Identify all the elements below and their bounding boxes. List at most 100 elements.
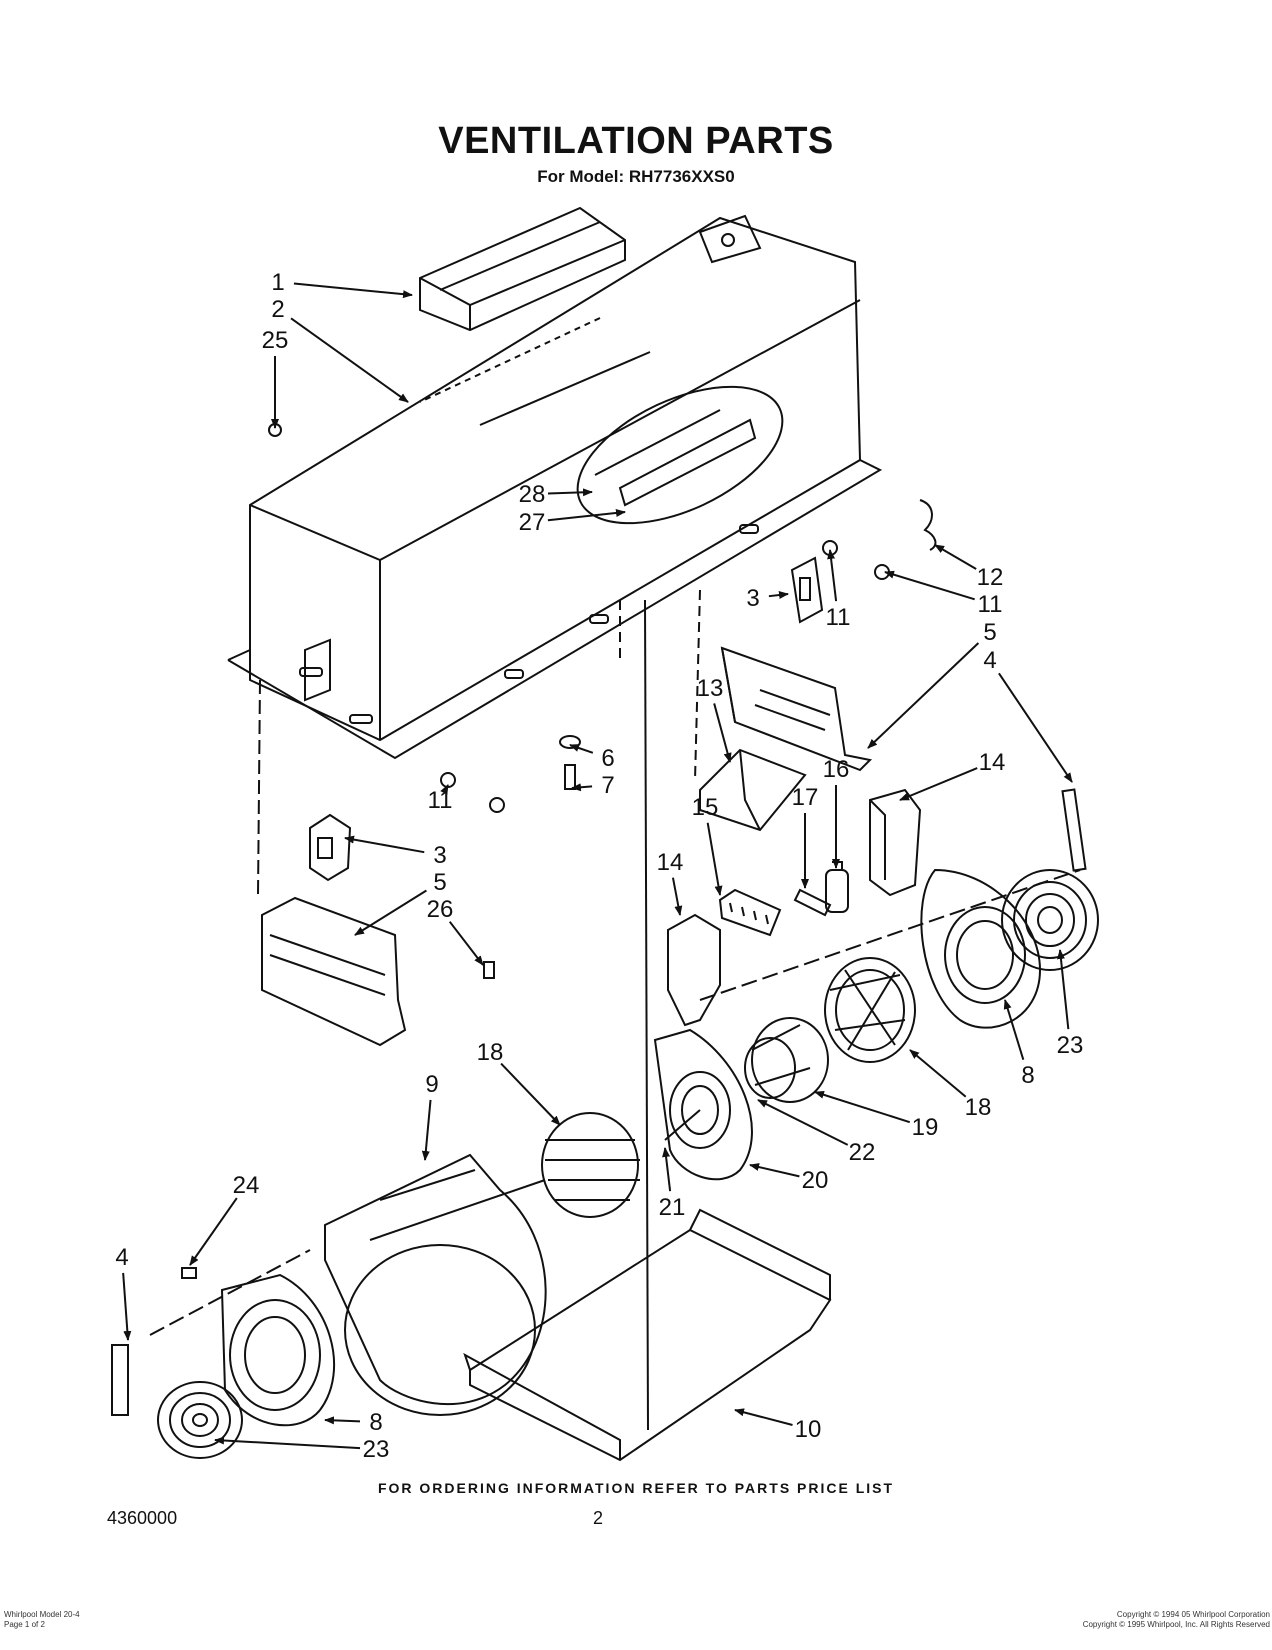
callout-leader	[293, 282, 413, 299]
callout-label: 6	[601, 745, 614, 772]
callout-leader	[122, 1272, 132, 1341]
shaft	[664, 1109, 701, 1141]
callout-leader	[671, 877, 683, 916]
blower-wheel-left	[541, 1112, 640, 1218]
bottom-plate	[463, 1208, 832, 1462]
callout-label: 8	[369, 1409, 382, 1436]
callout-16: 16	[823, 756, 850, 869]
callout-26: 26	[427, 896, 484, 966]
callout-10: 10	[734, 1408, 821, 1443]
capacitor-clip	[793, 888, 832, 917]
housing-plate-left	[220, 1273, 335, 1427]
callout-label: 11	[428, 787, 453, 814]
screw-26	[483, 961, 495, 979]
blower-housing-left	[324, 1153, 547, 1416]
callout-3: 3	[746, 585, 789, 612]
motor-mount-lower	[667, 913, 721, 1027]
bolt-7	[564, 764, 576, 790]
callout-label: 19	[912, 1114, 939, 1141]
callout-5: 5	[867, 619, 997, 749]
callout-label: 14	[979, 749, 1006, 776]
callout-leader	[734, 1408, 793, 1426]
callout-27: 27	[519, 508, 626, 536]
screw-24	[181, 1267, 197, 1279]
callout-label: 22	[849, 1139, 876, 1166]
callout-11: 11	[884, 570, 1003, 618]
callout-label: 7	[601, 772, 614, 799]
callout-label: 28	[519, 481, 546, 508]
blower-wheel-right	[824, 957, 916, 1063]
callout-leader	[354, 889, 427, 936]
callout-21: 21	[659, 1147, 685, 1221]
blower-housing-right	[920, 868, 1042, 1029]
switch-part	[309, 813, 352, 882]
callout-label: 4	[115, 1244, 128, 1271]
callout-17: 17	[792, 784, 819, 889]
callout-label: 17	[792, 784, 819, 811]
bracket-4-right	[1061, 788, 1087, 872]
callout-22: 22	[757, 1099, 876, 1166]
callout-leader	[547, 508, 626, 522]
callout-label: 12	[977, 564, 1004, 591]
fine-print-line: Copyright © 1994 05 Whirlpool Corporatio…	[1116, 1610, 1270, 1619]
callout-leader	[214, 1436, 361, 1450]
callout-2: 2	[271, 296, 409, 403]
callout-label: 3	[433, 842, 446, 869]
grill-right	[1001, 869, 1099, 971]
callout-4: 4	[983, 647, 1073, 783]
callout-leader	[884, 570, 975, 601]
callout-label: 3	[746, 585, 759, 612]
callout-4: 4	[115, 1244, 132, 1341]
clip-11	[440, 772, 456, 788]
clip-11b	[489, 797, 505, 813]
callout-label: 15	[692, 794, 719, 821]
callout-leader	[899, 767, 978, 801]
page-title: VENTILATION PARTS	[438, 120, 834, 162]
page-number: 2	[593, 1508, 604, 1528]
callout-leader	[547, 488, 593, 497]
callout-11: 11	[428, 784, 453, 814]
callout-label: 1	[271, 269, 284, 296]
grill-left	[157, 1381, 243, 1459]
callout-28: 28	[519, 481, 593, 508]
callout-label: 20	[802, 1167, 829, 1194]
motor	[744, 1017, 829, 1103]
callout-19: 19	[814, 1090, 939, 1141]
wire-12	[919, 499, 937, 551]
callout-leader	[448, 921, 484, 966]
callout-label: 2	[271, 296, 284, 323]
callout-1: 1	[271, 269, 413, 299]
callout-leader	[662, 1147, 672, 1192]
callout-12: 12	[934, 544, 1004, 591]
switch-part-right	[790, 556, 824, 624]
callout-leader	[934, 544, 977, 570]
callout-23: 23	[1057, 949, 1084, 1059]
callout-leader	[713, 703, 732, 763]
model-line: For Model: RH7736XXS0	[537, 167, 735, 186]
callout-7: 7	[571, 772, 615, 799]
callout-label: 14	[657, 849, 684, 876]
callout-leader	[421, 1099, 432, 1161]
callout-leader	[290, 317, 409, 403]
callout-label: 13	[697, 675, 724, 702]
fine-print-line: Whirlpool Model 20-4	[4, 1610, 80, 1619]
callout-leader	[757, 1099, 849, 1146]
hood-housing	[227, 214, 883, 760]
callout-label: 26	[427, 896, 454, 923]
callout-label: 23	[1057, 1032, 1084, 1059]
callout-label: 23	[363, 1436, 390, 1463]
callout-label: 16	[823, 756, 850, 783]
callout-11: 11	[826, 549, 851, 631]
callout-label: 18	[477, 1039, 504, 1066]
callout-leader	[706, 822, 723, 896]
callout-leader	[768, 591, 789, 599]
callout-label: 11	[978, 591, 1003, 618]
callout-leader	[569, 744, 594, 754]
callout-25: 25	[262, 327, 288, 429]
callout-label: 18	[965, 1094, 992, 1121]
callout-leader	[909, 1049, 967, 1098]
damper-part	[419, 206, 626, 332]
callout-label: 11	[826, 604, 851, 631]
callout-leader	[814, 1090, 911, 1124]
callout-9: 9	[421, 1071, 439, 1161]
